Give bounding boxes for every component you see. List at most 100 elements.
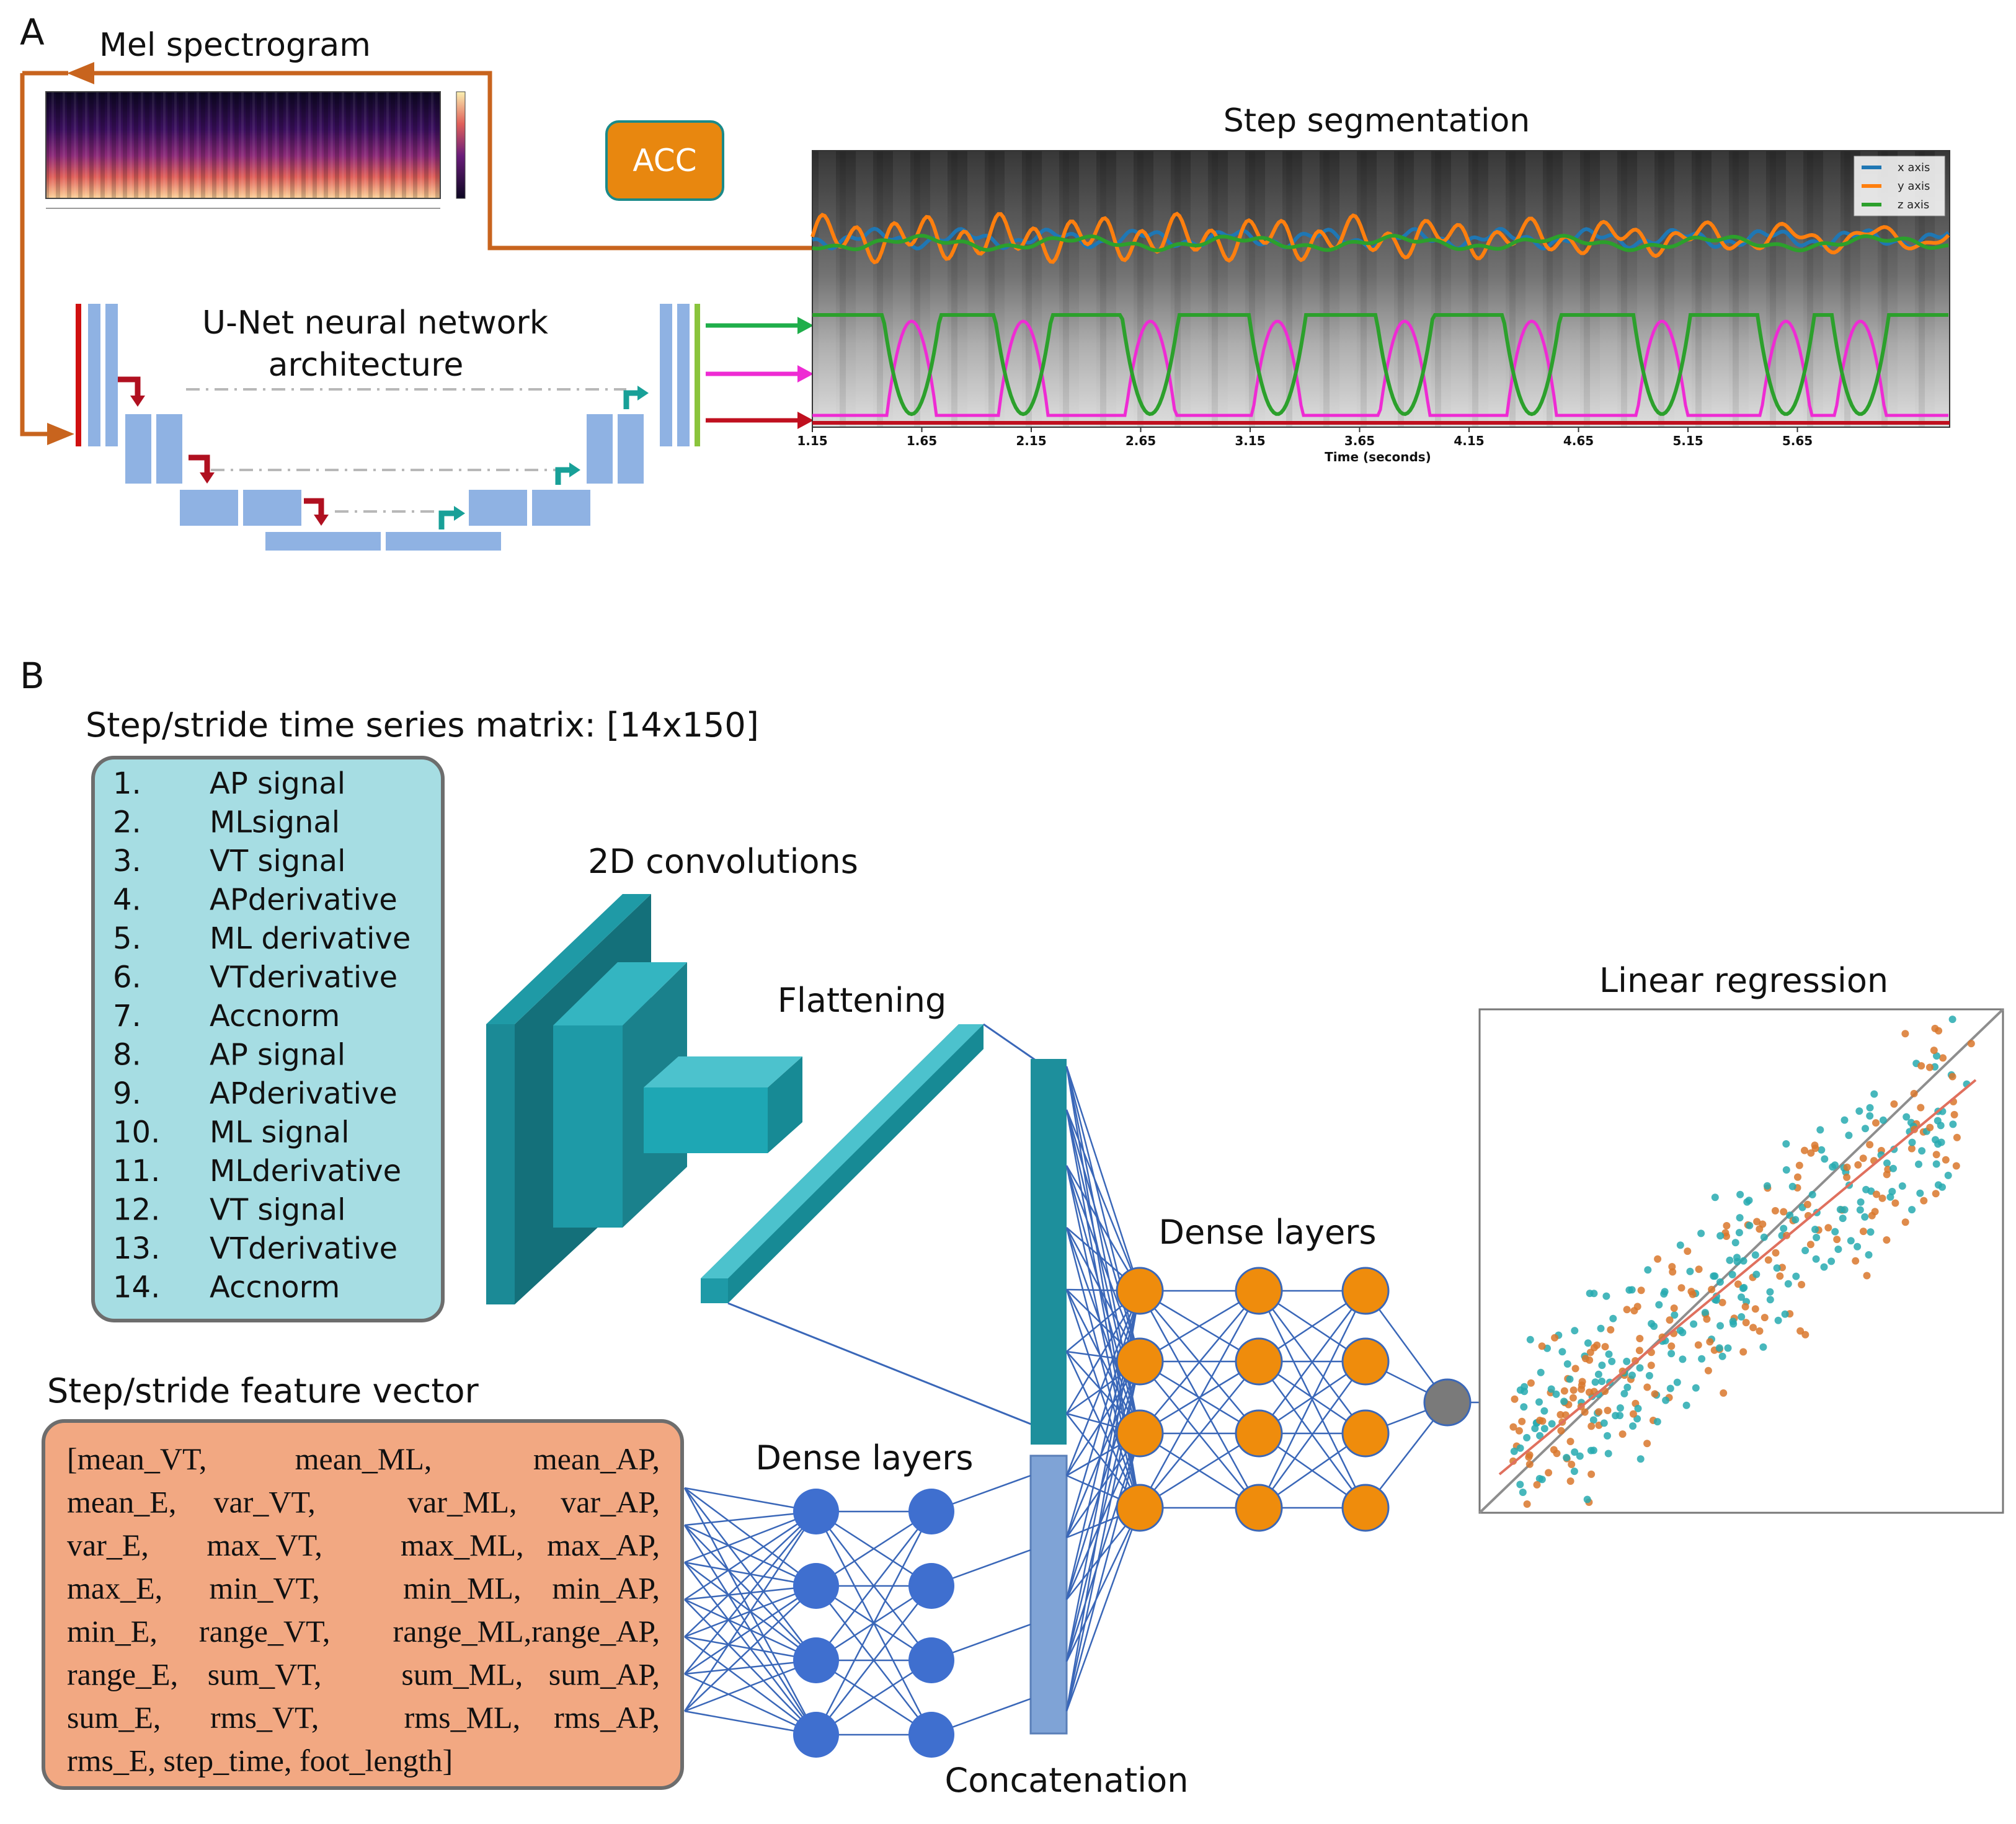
feature-vector-text: [mean_VT,mean_ML,mean_AP,mean_E,var_VT,v… bbox=[67, 1441, 660, 1778]
scatter-point bbox=[1637, 1286, 1645, 1295]
network-edge bbox=[1139, 1361, 1259, 1508]
scatter-point bbox=[1781, 1310, 1789, 1318]
scatter-point bbox=[1878, 1194, 1886, 1202]
matrix-item-number: 12. bbox=[113, 1193, 160, 1228]
conv-label: 2D convolutions bbox=[588, 842, 858, 881]
concat-label: Concatenation bbox=[945, 1761, 1189, 1800]
scatter-point bbox=[1862, 1185, 1870, 1193]
unet-output-bar bbox=[695, 304, 700, 446]
scatter-point bbox=[1718, 1298, 1726, 1306]
scatter-point bbox=[1516, 1444, 1524, 1452]
dense-node-blue bbox=[793, 1637, 839, 1683]
scatter-point bbox=[1796, 1327, 1805, 1335]
scatter-point bbox=[1619, 1430, 1627, 1438]
acc-box: ACC bbox=[605, 120, 724, 201]
mel-spectrogram-image bbox=[45, 91, 466, 209]
scatter-point bbox=[1692, 1384, 1700, 1392]
scatter-point bbox=[1925, 1063, 1934, 1071]
dense-label-top: Dense layers bbox=[1158, 1213, 1376, 1252]
scatter-point bbox=[1891, 1199, 1899, 1207]
scatter-point bbox=[1741, 1303, 1749, 1311]
scatter-point bbox=[1889, 1164, 1897, 1172]
unet-diagram: U-Net neural network architecture bbox=[76, 304, 700, 551]
scatter-point bbox=[1870, 1090, 1878, 1098]
scatter-point bbox=[1576, 1452, 1584, 1460]
dense-node-blue bbox=[908, 1637, 954, 1683]
scatter-point bbox=[1629, 1422, 1637, 1430]
scatter-point bbox=[1863, 1272, 1871, 1280]
scatter-point bbox=[1623, 1383, 1632, 1391]
segmentation-legend: x axis y axis z axis bbox=[1854, 156, 1945, 216]
scatter-point bbox=[1510, 1447, 1518, 1455]
scatter-point bbox=[1866, 1104, 1874, 1112]
scatter-point bbox=[1760, 1233, 1768, 1241]
scatter-point bbox=[1602, 1292, 1610, 1300]
network-edge bbox=[1258, 1290, 1367, 1508]
scatter-point bbox=[1854, 1161, 1862, 1169]
scatter-point bbox=[1701, 1309, 1709, 1317]
matrix-item-label: AP signal bbox=[210, 1038, 345, 1073]
scatter-point bbox=[1739, 1257, 1747, 1265]
matrix-item-number: 7. bbox=[113, 999, 141, 1034]
matrix-item-number: 5. bbox=[113, 921, 141, 956]
regression-plot bbox=[1478, 1008, 2004, 1514]
scatter-point bbox=[1711, 1193, 1719, 1202]
segmentation-tick-label: 5.65 bbox=[1782, 433, 1813, 448]
panel-b: B Step/stride time series matrix: [14x15… bbox=[20, 655, 2004, 1800]
scatter-point bbox=[1738, 1293, 1745, 1301]
scatter-point bbox=[1784, 1280, 1792, 1288]
scatter-point bbox=[1847, 1237, 1855, 1245]
feature-token: mean_ML, bbox=[295, 1441, 432, 1476]
scatter-point bbox=[1706, 1338, 1714, 1346]
scatter-point bbox=[1932, 1151, 1940, 1159]
scatter-point bbox=[1866, 1141, 1874, 1149]
scatter-point bbox=[1821, 1155, 1829, 1163]
acc-label: ACC bbox=[633, 143, 696, 179]
network-edge bbox=[684, 1510, 817, 1564]
scatter-point bbox=[1934, 1117, 1942, 1125]
scatter-point bbox=[1792, 1272, 1800, 1280]
scatter-point bbox=[1647, 1361, 1655, 1370]
legend-x-axis: x axis bbox=[1898, 161, 1930, 174]
scatter-point bbox=[1584, 1339, 1592, 1347]
scatter-point bbox=[1708, 1285, 1716, 1293]
scatter-point bbox=[1620, 1389, 1628, 1397]
scatter-point bbox=[1794, 1173, 1801, 1181]
scatter-point bbox=[1523, 1433, 1531, 1441]
scatter-point bbox=[1653, 1418, 1661, 1426]
scatter-point bbox=[1660, 1290, 1668, 1298]
scatter-point bbox=[1616, 1412, 1624, 1420]
matrix-item-label: ML signal bbox=[210, 1115, 349, 1150]
network-edge bbox=[1065, 1361, 1141, 1662]
scatter-point bbox=[1938, 1183, 1946, 1191]
scatter-point bbox=[1527, 1379, 1535, 1387]
scatter-point bbox=[1867, 1228, 1875, 1236]
scatter-point bbox=[1676, 1241, 1684, 1249]
scatter-point bbox=[1920, 1197, 1928, 1205]
matrix-item-number: 2. bbox=[113, 805, 141, 840]
segmentation-x-label: Time (seconds) bbox=[1325, 449, 1431, 464]
scatter-point bbox=[1537, 1368, 1545, 1376]
scatter-point bbox=[1808, 1190, 1816, 1198]
matrix-item-label: AP signal bbox=[210, 766, 345, 801]
scatter-point bbox=[1932, 1190, 1940, 1198]
feature-token: max_ML, bbox=[401, 1528, 524, 1562]
feature-token: max_VT, bbox=[206, 1528, 322, 1562]
scatter-point bbox=[1751, 1305, 1759, 1313]
segmentation-tick-label: 2.65 bbox=[1126, 433, 1156, 448]
scatter-point bbox=[1597, 1324, 1605, 1332]
scatter-point bbox=[1841, 1116, 1849, 1124]
scatter-point bbox=[1547, 1385, 1555, 1393]
scatter-point bbox=[1944, 1171, 1952, 1179]
network-edge bbox=[684, 1659, 817, 1712]
scatter-point bbox=[1521, 1388, 1529, 1396]
scatter-point bbox=[1566, 1375, 1574, 1383]
network-edge bbox=[1065, 1066, 1141, 1291]
network-edge bbox=[684, 1673, 817, 1736]
scatter-point bbox=[1801, 1330, 1810, 1339]
unet-input-bar bbox=[76, 304, 81, 446]
scatter-point bbox=[1697, 1229, 1705, 1237]
network-edge bbox=[683, 1511, 817, 1712]
scatter-point bbox=[1690, 1320, 1698, 1328]
scatter-point bbox=[1538, 1342, 1546, 1350]
